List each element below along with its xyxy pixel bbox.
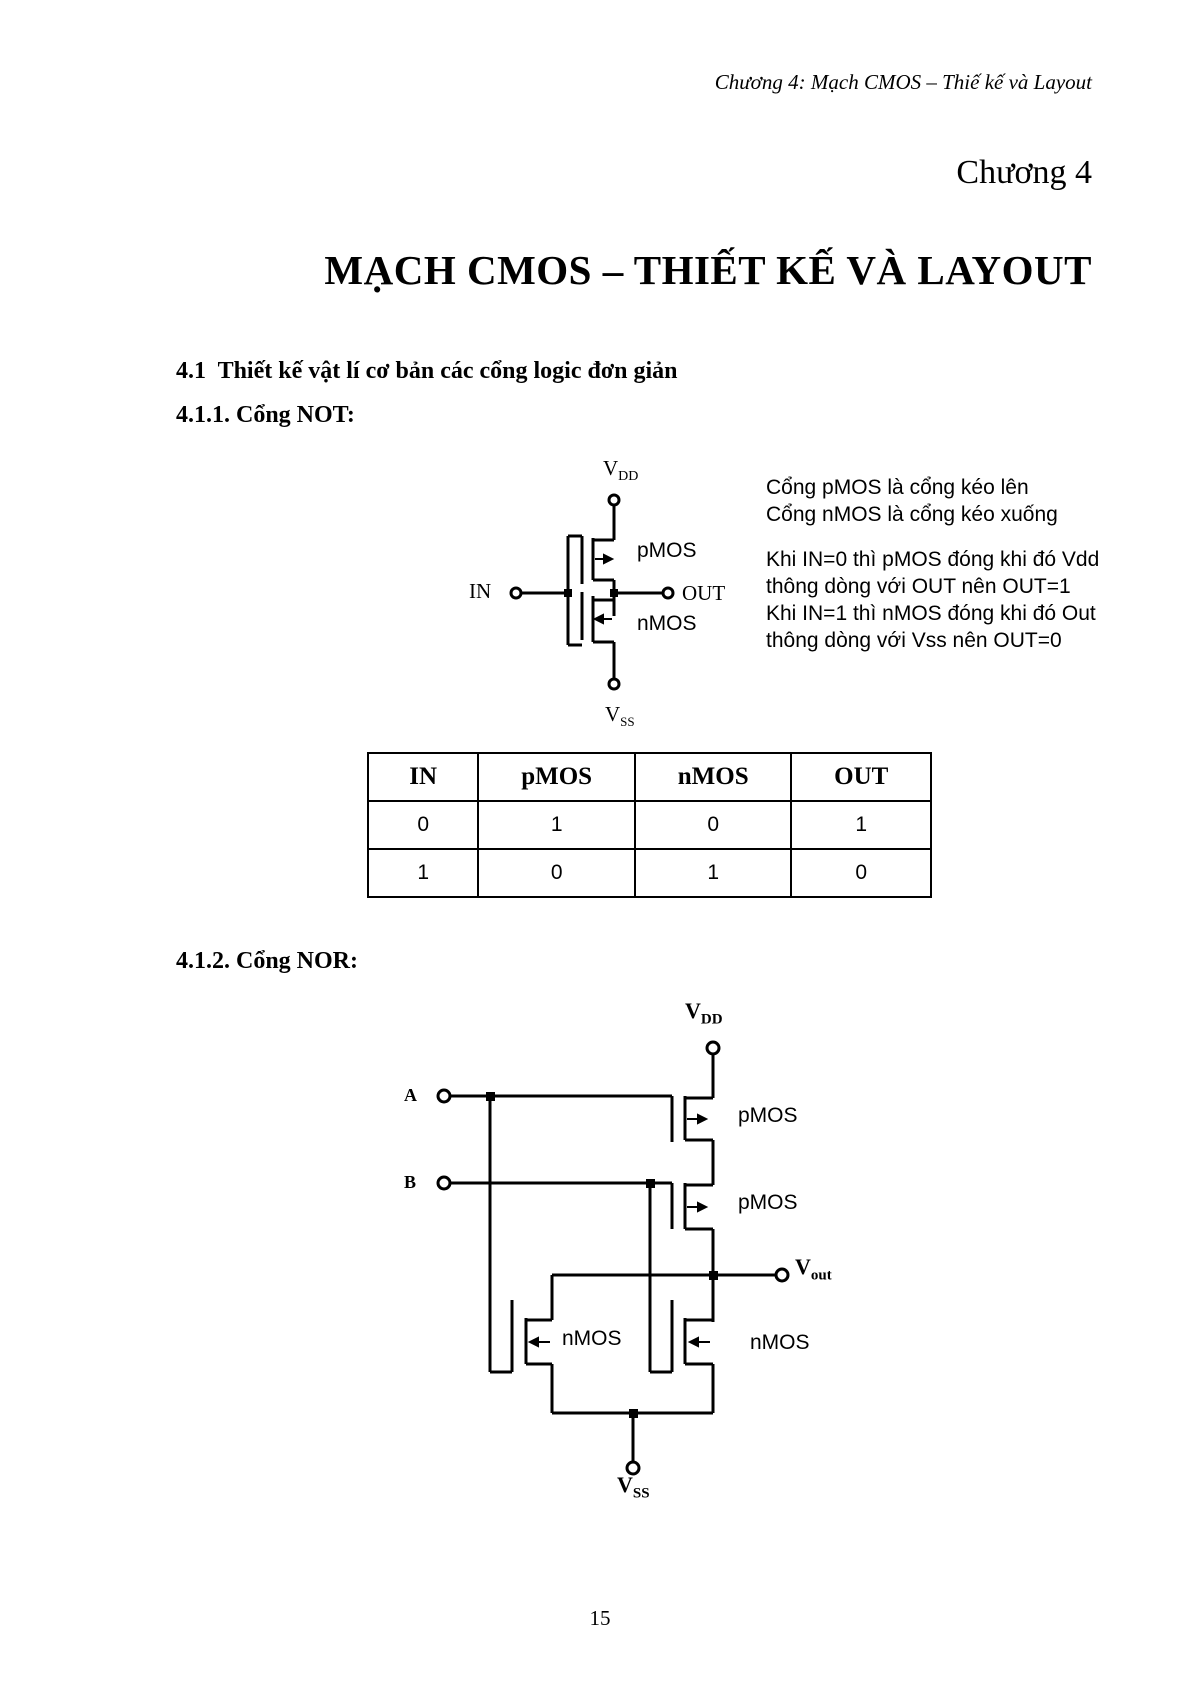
- chapter-label: Chương 4: [956, 154, 1092, 191]
- not-gate-schematic: [460, 450, 760, 745]
- explain-line: Khi IN=0 thì pMOS đóng khi đó Vdd: [766, 548, 1100, 571]
- table-header-cell: pMOS: [477, 752, 636, 802]
- table-cell: 1: [790, 800, 932, 850]
- table-cell: 0: [790, 848, 932, 898]
- table-header-cell: nMOS: [633, 752, 793, 802]
- table-header-cell: OUT: [790, 752, 932, 802]
- table-cell: 0: [366, 800, 480, 850]
- nor-vdd-label: VDD: [685, 998, 723, 1028]
- explain-line: Khi IN=1 thì nMOS đóng khi đó Out: [766, 602, 1096, 625]
- section-4-1-heading: 4.1 Thiết kế vật lí cơ bản các cổng logi…: [176, 358, 678, 384]
- not-vss-label: VSS: [605, 702, 635, 730]
- nor-vout-label: Vout: [795, 1254, 832, 1284]
- not-nmos-label: nMOS: [637, 612, 697, 635]
- explain-line: Cổng pMOS là cổng kéo lên: [766, 476, 1029, 499]
- nor-pmos2-label: pMOS: [738, 1191, 798, 1214]
- table-cell: 1: [477, 800, 636, 850]
- not-out-label: OUT: [682, 581, 726, 605]
- nor-vss-label: VSS: [617, 1472, 650, 1502]
- not-gate-explanation: Cổng pMOS là cổng kéo lên Cổng nMOS là c…: [766, 474, 1099, 654]
- table-header-cell: IN: [366, 752, 480, 802]
- not-truth-table: IN pMOS nMOS OUT 0 1 0 1 1 0 1 0: [366, 752, 932, 898]
- nor-gate-schematic: [400, 1000, 820, 1480]
- nor-nmos2-label: nMOS: [750, 1331, 810, 1354]
- table-cell: 1: [633, 848, 793, 898]
- nor-a-label: A: [404, 1085, 417, 1105]
- section-4-1-2-heading: 4.1.2. Cổng NOR:: [176, 948, 359, 974]
- table-row: 0 1 0 1: [366, 800, 932, 850]
- table-cell: 0: [633, 800, 793, 850]
- explain-line: thông dòng với OUT nên OUT=1: [766, 575, 1071, 598]
- not-vdd-label: VDD: [603, 456, 639, 485]
- not-gate-svg: [509, 493, 675, 691]
- running-header: Chương 4: Mạch CMOS – Thiế kế và Layout: [714, 70, 1092, 94]
- table-cell: 1: [366, 848, 480, 898]
- nor-pmos1-label: pMOS: [738, 1104, 798, 1127]
- table-row: 1 0 1 0: [366, 848, 932, 898]
- not-in-label: IN: [469, 579, 492, 603]
- nor-b-label: B: [404, 1172, 417, 1192]
- explain-line: Cổng nMOS là cổng kéo xuống: [766, 503, 1058, 526]
- not-pmos-label: pMOS: [637, 539, 697, 562]
- chapter-title: MẠCH CMOS – THIẾT KẾ VÀ LAYOUT: [324, 247, 1092, 293]
- nor-nmos1-label: nMOS: [562, 1327, 622, 1350]
- page-number: 15: [589, 1606, 611, 1630]
- section-4-1-1-heading: 4.1.1. Cổng NOT:: [176, 402, 355, 428]
- table-header-row: IN pMOS nMOS OUT: [366, 752, 932, 802]
- explain-line: thông dòng với Vss nên OUT=0: [766, 629, 1062, 652]
- nor-gate-svg: [436, 1040, 790, 1476]
- table-cell: 0: [477, 848, 636, 898]
